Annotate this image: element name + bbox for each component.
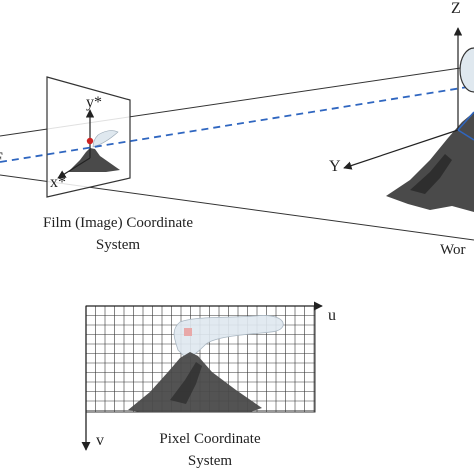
pixel-caption-line2: System bbox=[187, 453, 233, 469]
world-y-axis-label: Y bbox=[329, 158, 341, 175]
pixel-u-axis-label: u bbox=[328, 307, 336, 324]
optical-center-label: F bbox=[0, 150, 3, 168]
world-caption-partial: Wor bbox=[440, 242, 466, 258]
pixel-axes bbox=[81, 301, 323, 451]
pixel-highlight bbox=[184, 328, 192, 336]
film-x-axis-label: x* bbox=[50, 174, 66, 191]
film-caption-line2: System bbox=[95, 237, 141, 253]
world-axes bbox=[343, 27, 474, 170]
world-z-axis-label: Z bbox=[451, 0, 461, 17]
pixel-grid bbox=[85, 305, 316, 413]
film-y-axis-label: y* bbox=[86, 94, 102, 111]
pixel-plume bbox=[173, 315, 284, 359]
film-caption-line1: Film (Image) Coordinate bbox=[43, 215, 193, 231]
film-mountain-icon bbox=[68, 130, 120, 172]
optical-ray bbox=[0, 85, 474, 163]
pixel-caption: Pixel Coordinate System bbox=[110, 428, 310, 472]
film-axes bbox=[57, 109, 95, 179]
pixel-v-axis-label: v bbox=[96, 432, 104, 449]
pixel-caption-line1: Pixel Coordinate bbox=[159, 431, 261, 447]
film-caption: Film (Image) Coordinate System bbox=[20, 212, 216, 256]
image-point-dot bbox=[86, 137, 94, 145]
world-mountain-icon bbox=[386, 47, 474, 212]
